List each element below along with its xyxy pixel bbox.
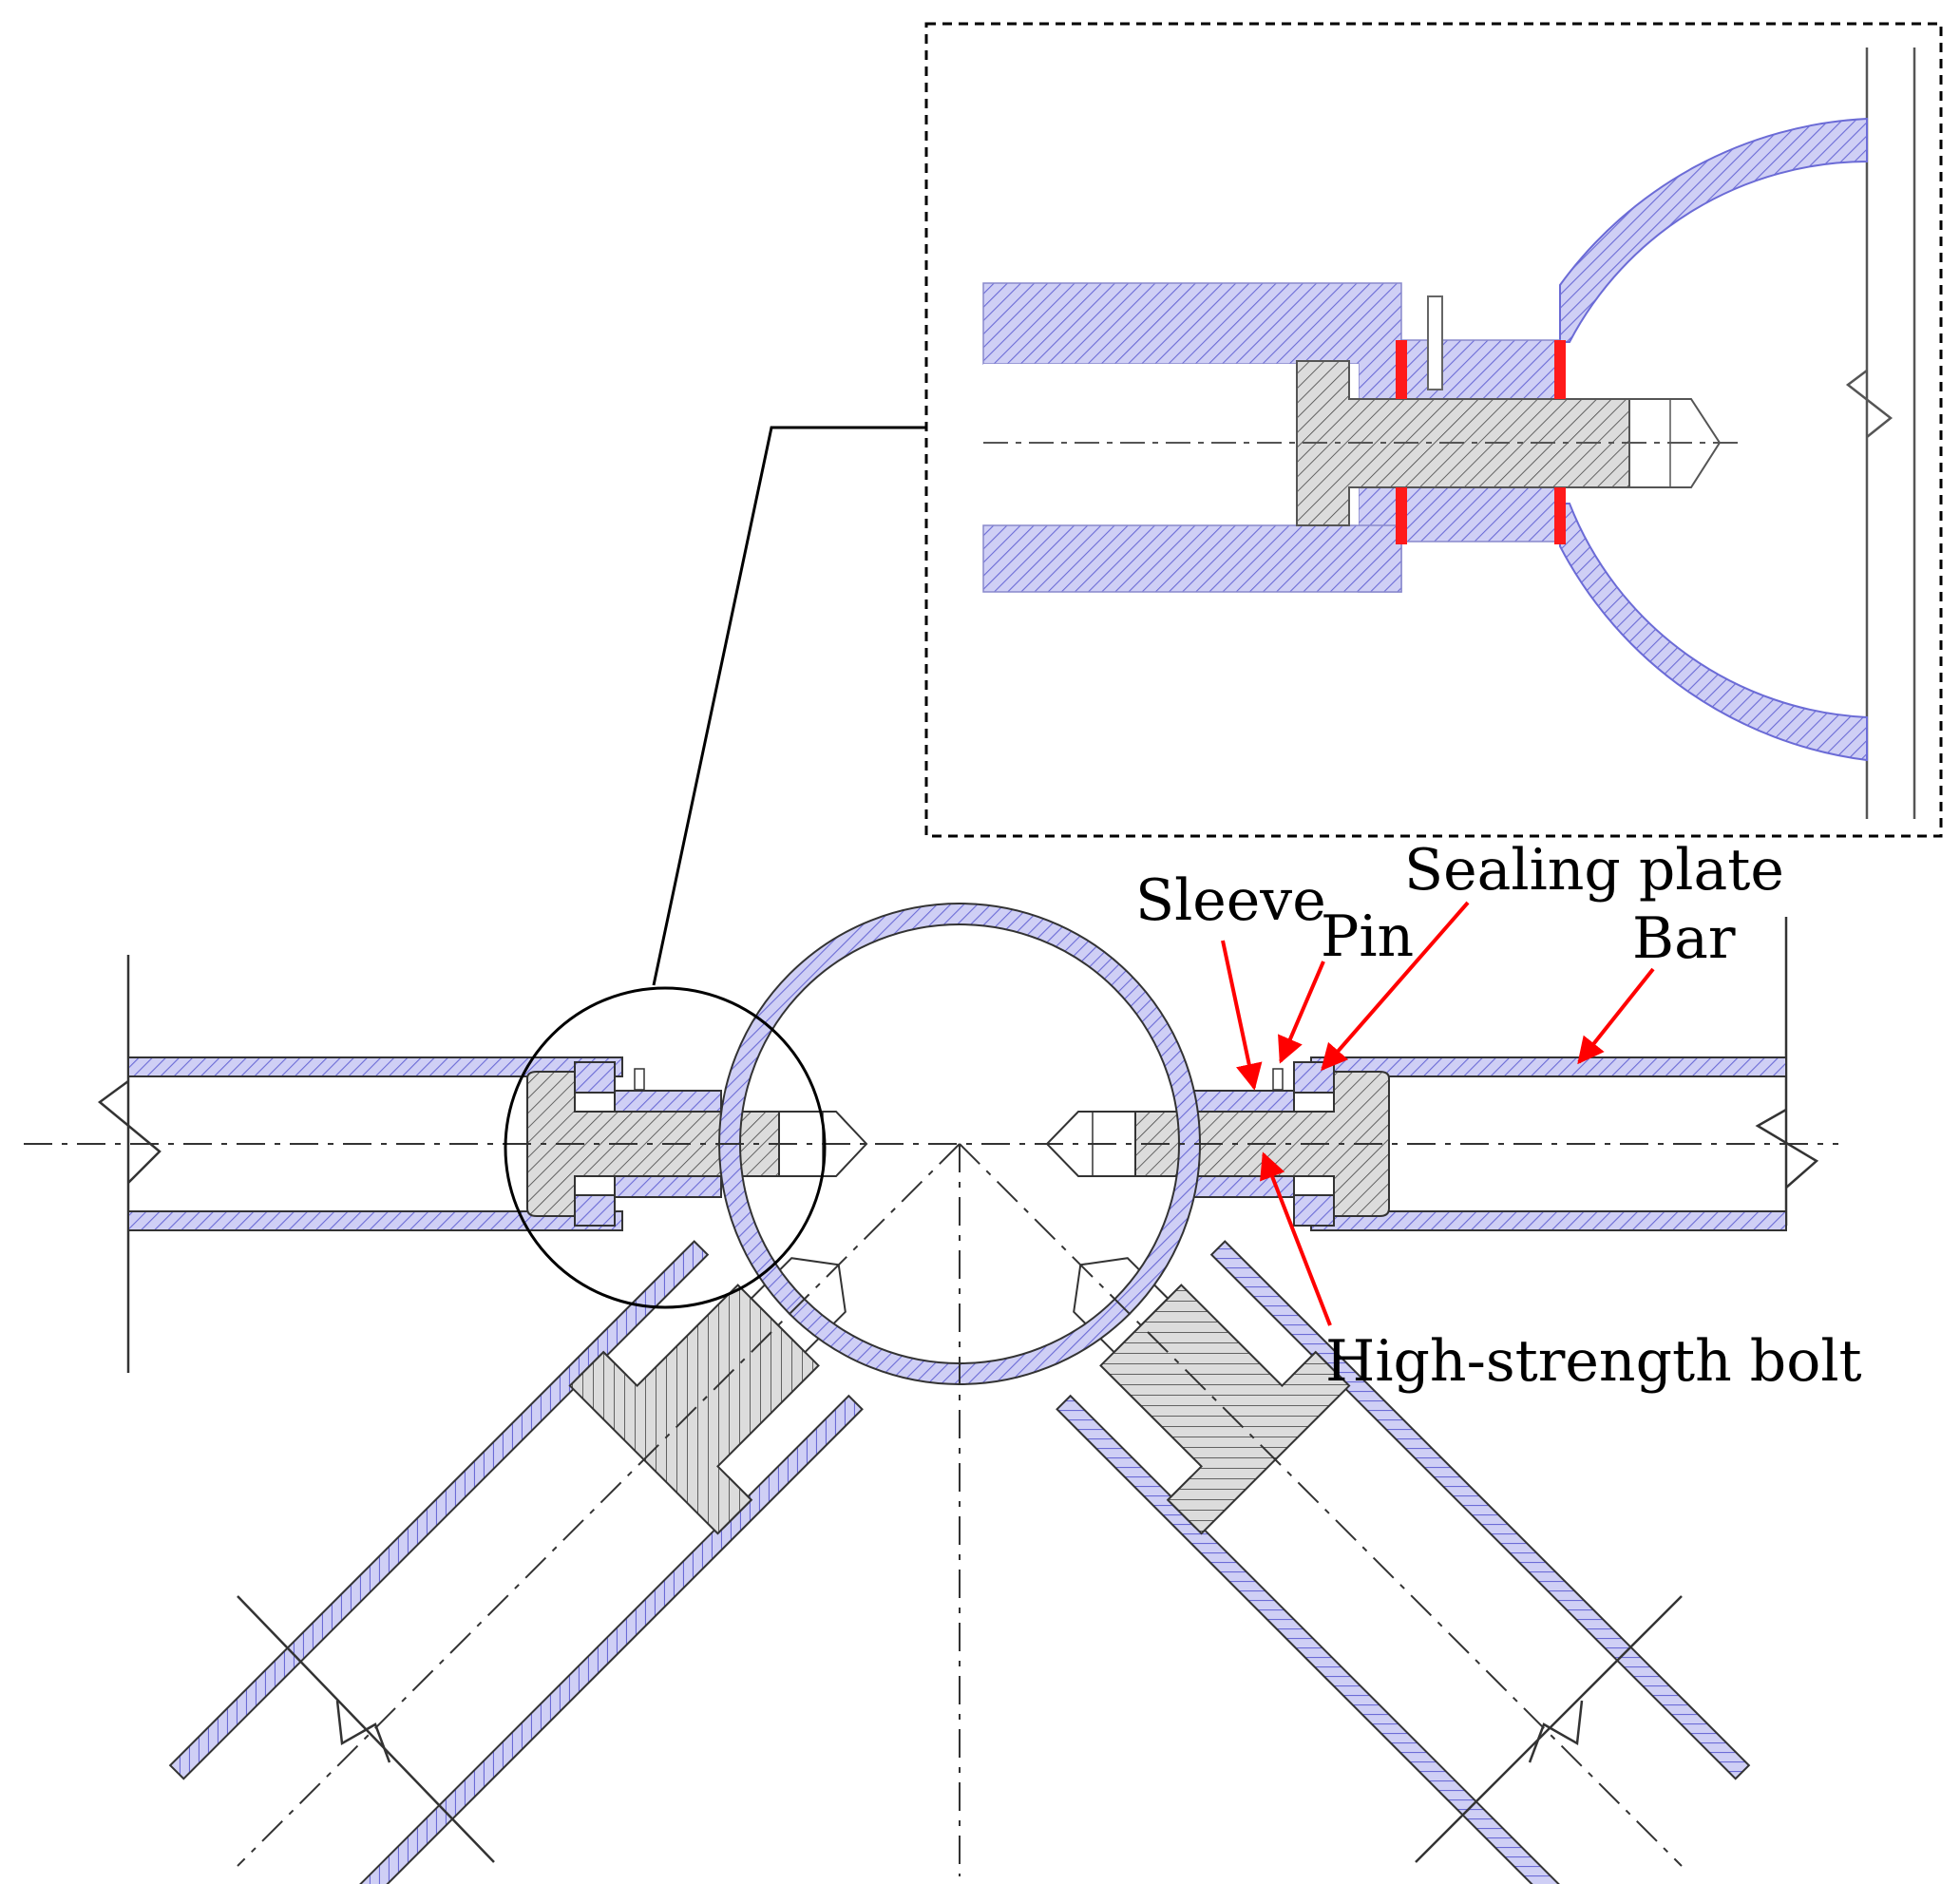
right-sealing-plate — [1293, 1061, 1335, 1094]
right-pin — [1272, 1068, 1284, 1091]
inset-pin — [1427, 295, 1443, 390]
right-diag-break-mark — [1528, 1700, 1584, 1763]
left-pin — [634, 1068, 645, 1091]
lower-left-diagonal-bar — [168, 1240, 864, 1884]
inset-break-mark — [1845, 370, 1893, 438]
right-diag-centerline — [959, 1143, 1683, 1867]
detail-leader-line — [652, 426, 926, 986]
left-diag-centerline — [237, 1143, 961, 1867]
left-sleeve — [614, 1090, 722, 1113]
diag-wall — [323, 1394, 864, 1884]
inset-contact-mark — [1396, 340, 1407, 399]
inset-contact-mark — [1554, 487, 1566, 544]
leader-bar — [1577, 967, 1655, 1065]
left-break-mark — [97, 1079, 162, 1184]
right-diag-break-line — [1415, 1595, 1683, 1863]
inset-ball-shell-lower — [1559, 503, 1868, 762]
diag-wall — [1209, 1240, 1751, 1780]
label-sealing-plate: Sealing plate — [1404, 837, 1784, 904]
leader-sleeve — [1221, 940, 1263, 1091]
labels: Sleeve Pin Sealing plate Bar High-streng… — [1135, 837, 1862, 1395]
right-sealing-plate — [1293, 1194, 1335, 1227]
left-sleeve — [614, 1175, 722, 1198]
diag-wall — [168, 1240, 710, 1780]
label-sleeve: Sleeve — [1135, 867, 1326, 934]
left-sealing-plate — [574, 1194, 616, 1227]
left-bar-wall-bottom — [127, 1210, 623, 1231]
detail-circle — [504, 986, 827, 1309]
leader-pin — [1278, 961, 1325, 1064]
inset-sleeve-top — [1400, 339, 1561, 400]
inset-contact-mark — [1396, 487, 1407, 544]
leader-sealing-plate — [1321, 901, 1470, 1072]
right-sleeve — [1187, 1090, 1295, 1113]
lower-right-diagonal-bar — [1056, 1240, 1751, 1884]
label-pin: Pin — [1321, 904, 1414, 970]
label-high-strength-bolt: High-strength bolt — [1325, 1328, 1862, 1395]
left-bar-wall-top — [127, 1056, 623, 1077]
inset-sleeve-bottom — [1400, 486, 1561, 542]
detail-inset — [924, 22, 1943, 838]
label-bar: Bar — [1632, 905, 1736, 972]
left-sealing-plate — [574, 1061, 616, 1094]
diag-wall — [1056, 1394, 1596, 1884]
leader-high-strength-bolt — [1260, 1151, 1332, 1326]
left-diag-break-mark — [335, 1700, 391, 1763]
inset-contact-mark — [1554, 340, 1566, 399]
main-joint — [24, 903, 1838, 1884]
inset-ball-shell — [1559, 117, 1868, 343]
inset-tube-wall-lower — [982, 524, 1402, 593]
